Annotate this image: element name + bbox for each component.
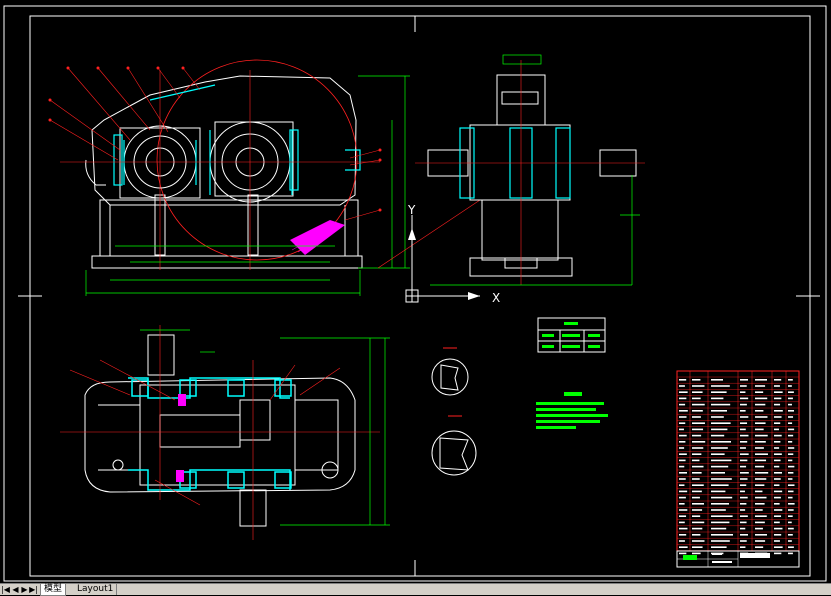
layout-tab-bar: |◀ ◀ ▶ ▶| 模型 Layout1 — [0, 583, 831, 596]
tab-layout1[interactable]: Layout1 — [74, 584, 118, 595]
ucs-y-label: Y — [407, 203, 416, 217]
technical-notes — [536, 392, 608, 429]
parts-list — [676, 370, 800, 568]
tab-last-button[interactable]: ▶| — [29, 585, 38, 594]
front-view — [48, 59, 481, 296]
section-details — [431, 347, 477, 476]
side-view — [415, 54, 645, 286]
top-view — [60, 325, 390, 540]
ucs-icon — [405, 215, 480, 303]
tech-table — [537, 317, 606, 353]
cad-drawing: Y X — [3, 5, 827, 582]
sheet-outer-border — [3, 5, 827, 582]
tab-model[interactable]: 模型 — [40, 584, 67, 596]
tab-prev-button[interactable]: ◀ — [12, 585, 19, 594]
centering-marks — [18, 16, 820, 576]
drawing-canvas[interactable]: Y X — [0, 0, 831, 583]
ucs-x-label: X — [492, 291, 500, 305]
tab-next-button[interactable]: ▶ — [21, 585, 28, 594]
tab-first-button[interactable]: |◀ — [1, 585, 10, 594]
